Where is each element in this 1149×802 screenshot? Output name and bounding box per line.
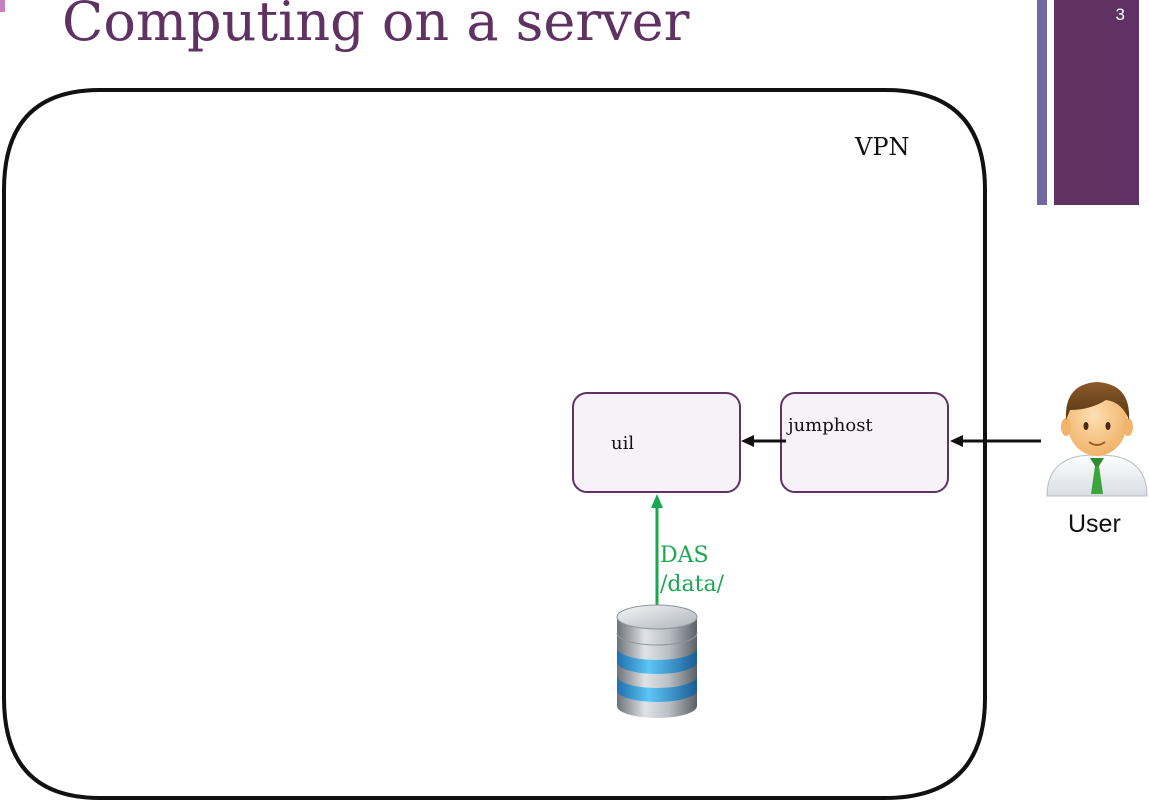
slide-number-box: 3 xyxy=(1054,0,1139,205)
das-label: DAS xyxy=(660,543,709,568)
arrow-das-to-uil xyxy=(651,494,663,606)
jumphost-node-label: jumphost xyxy=(786,415,873,436)
data-path-label: /data/ xyxy=(660,572,725,597)
uil-node-box xyxy=(572,392,741,493)
slide-title: Computing on a server xyxy=(62,0,690,53)
arrow-user-to-jumphost xyxy=(950,435,1041,447)
user-label: User xyxy=(1068,510,1121,538)
database-icon xyxy=(616,604,698,718)
slide-number: 3 xyxy=(1115,5,1125,24)
jumphost-node-box xyxy=(780,392,949,493)
title-accent xyxy=(0,0,5,12)
user-icon xyxy=(1046,382,1148,497)
vpn-zone-boundary xyxy=(2,88,987,800)
side-accent-bar xyxy=(1037,0,1047,205)
arrow-jumphost-to-uil xyxy=(741,435,786,447)
uil-node-label: uil xyxy=(611,433,634,454)
vpn-label: VPN xyxy=(854,133,909,161)
